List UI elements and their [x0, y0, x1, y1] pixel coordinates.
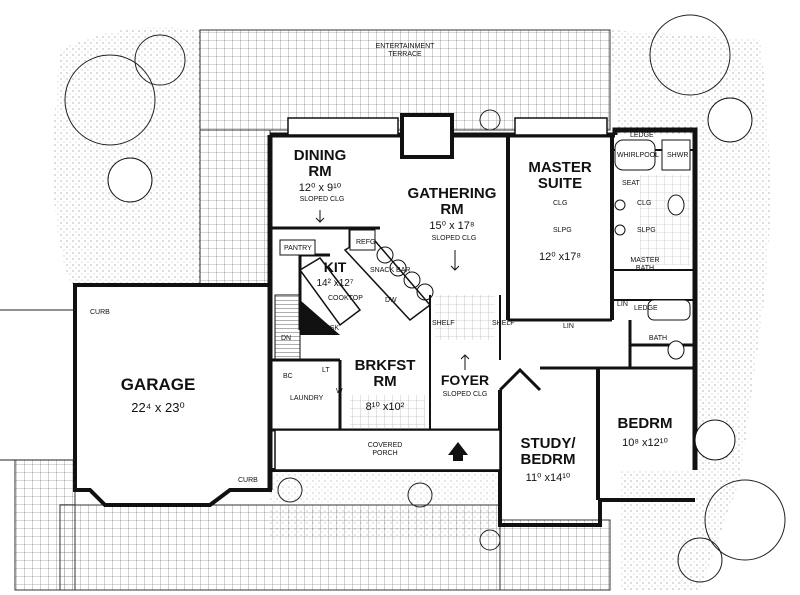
kit-title: KIT — [324, 259, 347, 275]
ledge-label-2: LEDGE — [634, 305, 658, 312]
slpg-label-1: SLPG — [553, 227, 572, 234]
cooktop-label: COOKTOP — [328, 295, 363, 302]
foyer-title: FOYER — [441, 372, 489, 388]
tile-floors — [350, 175, 690, 430]
whirlpool-label: WHIRLPOOL — [617, 152, 659, 159]
study-title-2: BEDRM — [521, 451, 576, 468]
dining-title-2: RM — [308, 163, 331, 180]
gathering-title-2: RM — [440, 201, 463, 218]
bc-label: BC — [283, 373, 293, 380]
lin-label-1: LIN — [617, 301, 628, 308]
brkfst-title: BRKFST — [355, 357, 416, 374]
refg-label: REFG — [356, 239, 375, 246]
desk-label: DESK — [320, 325, 339, 332]
foyer-note: SLOPED CLG — [443, 391, 488, 398]
ledge-label: LEDGE — [630, 132, 654, 139]
curb-label-2: CURB — [238, 477, 258, 484]
master-suite-title: MASTER — [528, 159, 592, 176]
w-label: W — [336, 388, 343, 395]
brkfst-dims: 8¹⁰ x10² — [366, 401, 405, 413]
clg-label-2: CLG — [637, 200, 651, 207]
kitchen-counters — [279, 229, 432, 335]
master-bath-label-2: BATH — [636, 265, 654, 272]
gathering-dims: 15⁰ x 17⁸ — [429, 220, 474, 232]
dn-label: DN — [281, 335, 291, 342]
master-bath-label: MASTER — [630, 257, 659, 264]
master-suite-title-2: SUITE — [538, 175, 582, 192]
dw-label: DW — [385, 297, 397, 304]
dining-title: DINING — [294, 147, 347, 164]
gathering-note: SLOPED CLG — [432, 235, 477, 242]
gathering-title: GATHERING — [408, 185, 497, 202]
shelf-label-1: SHELF — [432, 320, 455, 327]
snack-bar-stools — [376, 246, 434, 301]
garage — [0, 283, 272, 507]
entertainment-terrace — [199, 29, 611, 286]
garage-dims: 22⁴ x 23⁰ — [131, 400, 184, 415]
shelf-label-2: SHELF — [492, 320, 515, 327]
terrace-label-2: TERRACE — [388, 51, 422, 58]
shwr-label: SHWR — [667, 152, 688, 159]
porch-label: COVERED — [368, 442, 403, 449]
bedrm-title: BEDRM — [618, 415, 673, 432]
curb-label-1: CURB — [90, 309, 110, 316]
clg-label-1: CLG — [553, 200, 567, 207]
room-labels: ENTERTAINMENT TERRACE DINING RM 12⁰ x 9¹… — [90, 43, 688, 484]
kit-dims: 14² x12⁷ — [317, 278, 354, 289]
landscape-trees — [64, 14, 786, 583]
lin-label-2: LIN — [563, 323, 574, 330]
study-title: STUDY/ — [520, 435, 576, 452]
bath-fixtures — [614, 139, 691, 360]
snack-bar-label: SNACK BAR — [370, 267, 410, 274]
seat-label: SEAT — [622, 180, 640, 187]
slope-arrows — [315, 210, 470, 370]
brkfst-title-2: RM — [373, 373, 396, 390]
bedrm-dims: 10⁸ x12¹⁰ — [622, 437, 668, 449]
study-dims: 11⁰ x14¹⁰ — [526, 472, 571, 484]
front-walk — [14, 459, 611, 591]
garage-title: GARAGE — [121, 375, 196, 394]
dining-dims: 12⁰ x 9¹⁰ — [299, 182, 342, 194]
porch-label-2: PORCH — [372, 450, 397, 457]
covered-porch — [274, 294, 501, 471]
lt-label: LT — [322, 367, 330, 374]
slpg-label-2: SLPG — [637, 227, 656, 234]
bath-label: BATH — [649, 335, 667, 342]
dining-note: SLOPED CLG — [300, 196, 345, 203]
laundry-label: LAUNDRY — [290, 395, 324, 402]
pantry-label: PANTRY — [284, 245, 312, 252]
master-suite-dims: 12⁰ x17⁸ — [539, 251, 581, 263]
terrace-label: ENTERTAINMENT — [376, 43, 436, 50]
